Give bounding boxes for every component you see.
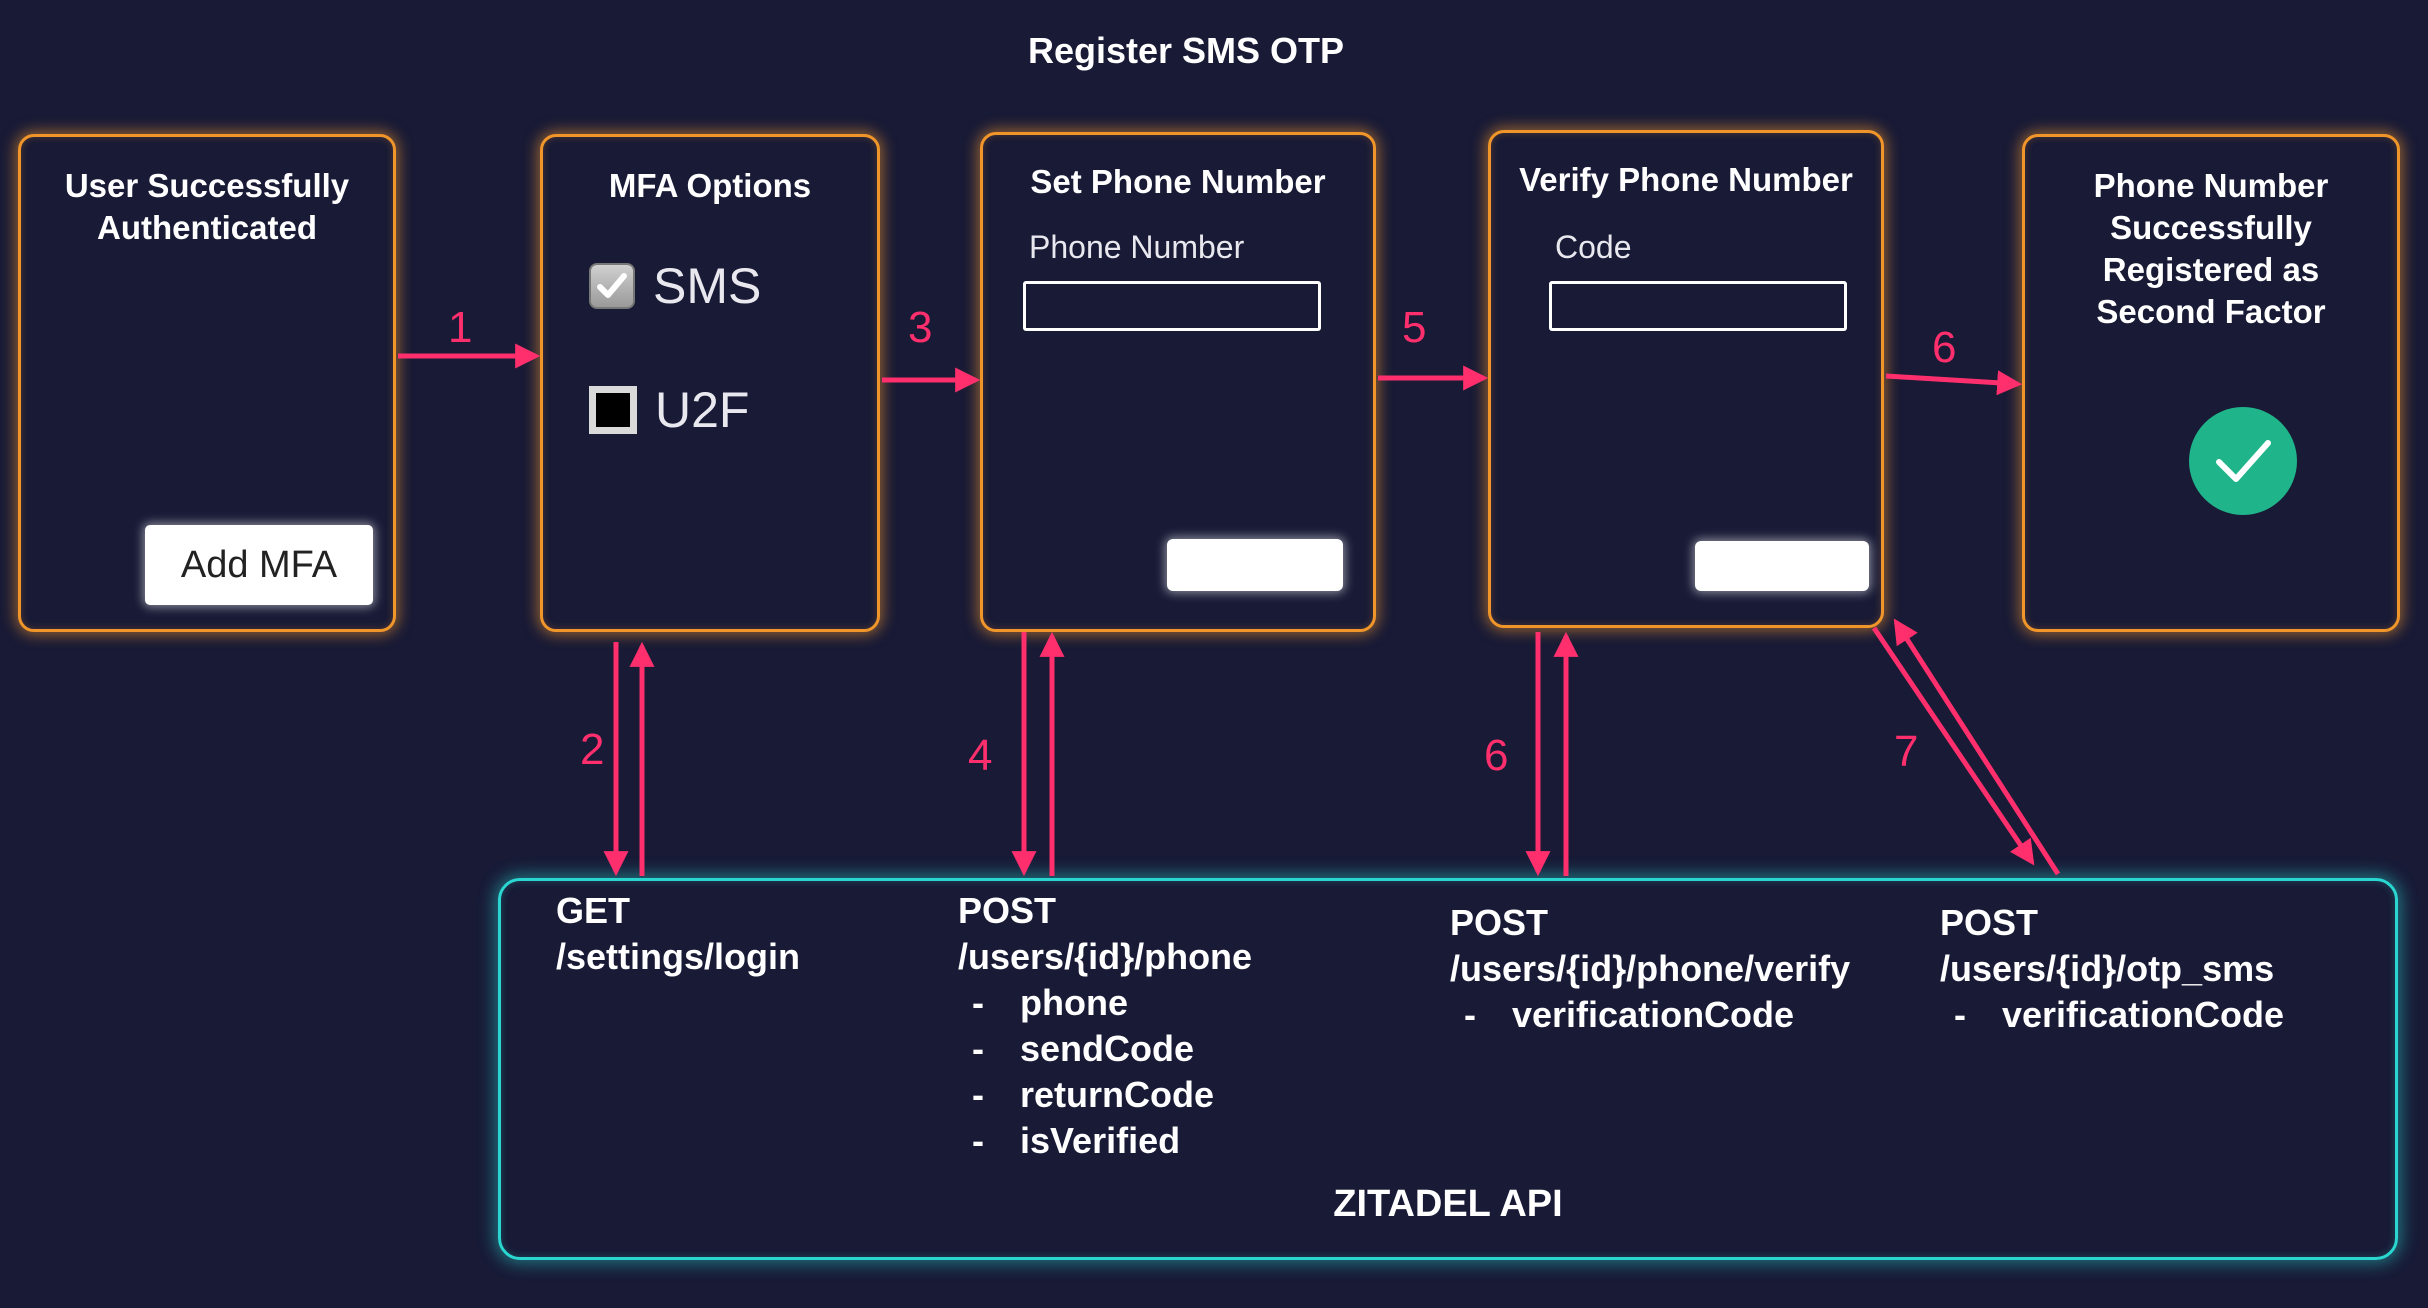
submit-code-button[interactable]	[1695, 541, 1869, 591]
endpoint-get-settings-login: GET /settings/login	[556, 888, 800, 980]
card-title: Phone Number Successfully Registered as …	[2093, 167, 2329, 330]
endpoint-param: -verificationCode	[1954, 994, 2285, 1035]
card-title: Verify Phone Number	[1519, 161, 1853, 198]
step-number: 6	[1932, 323, 1957, 372]
submit-phone-button[interactable]	[1167, 539, 1343, 591]
api-label: ZITADEL API	[1333, 1183, 1563, 1225]
step-number: 1	[448, 303, 473, 352]
card-set-phone-number: Set Phone Number Phone Number	[980, 132, 1376, 632]
code-label: Code	[1555, 229, 1632, 265]
endpoint-path: /users/{id}/phone/verify	[1450, 948, 1851, 989]
step-number: 6	[1484, 731, 1509, 780]
arrow-step-6-success	[1885, 370, 2023, 396]
endpoint-path: /users/{id}/otp_sms	[1940, 948, 2275, 989]
zitadel-api-box: ZITADEL API	[498, 878, 2398, 1260]
option-sms[interactable]: SMS	[589, 257, 761, 315]
phone-number-label: Phone Number	[1029, 229, 1245, 265]
card-success: Phone Number Successfully Registered as …	[2022, 134, 2400, 632]
card-title: MFA Options	[608, 167, 812, 204]
endpoint-method: GET	[556, 890, 631, 931]
step-number: 4	[968, 731, 993, 780]
code-input[interactable]	[1549, 281, 1847, 331]
endpoint-param: -phone	[972, 982, 1128, 1023]
option-label-u2f: U2F	[655, 382, 750, 438]
step-number: 3	[908, 303, 933, 352]
diagram-title: Register SMS OTP	[1027, 30, 1345, 71]
endpoint-param: -isVerified	[972, 1120, 1181, 1161]
check-icon	[2216, 440, 2271, 482]
option-label-sms: SMS	[653, 258, 762, 314]
success-check-badge	[2189, 407, 2297, 515]
endpoint-method: POST	[958, 890, 1057, 931]
endpoint-method: POST	[1450, 902, 1549, 943]
add-mfa-button[interactable]: Add MFA	[145, 525, 373, 605]
card-title: User Successfully Authenticated	[64, 167, 350, 246]
endpoint-param: -returnCode	[972, 1074, 1215, 1115]
endpoint-post-users-phone: POST /users/{id}/phone -phone -sendCode …	[958, 888, 1252, 1164]
phone-number-input[interactable]	[1023, 281, 1321, 331]
endpoint-post-otp-sms: POST /users/{id}/otp_sms -verificationCo…	[1940, 900, 2284, 1038]
checkmark-icon	[597, 273, 627, 298]
endpoint-param: -verificationCode	[1464, 994, 1795, 1035]
step-number: 5	[1402, 303, 1427, 352]
endpoint-param: -sendCode	[972, 1028, 1195, 1069]
card-verify-phone-number: Verify Phone Number Code	[1488, 130, 1884, 628]
checkbox-checked[interactable]	[589, 263, 635, 309]
endpoint-path: /users/{id}/phone	[958, 936, 1253, 977]
arrow-7-up	[1893, 618, 2061, 876]
card-title: Set Phone Number	[1030, 163, 1326, 200]
card-mfa-options: MFA Options SMS U2F	[540, 134, 880, 632]
endpoint-post-phone-verify: POST /users/{id}/phone/verify -verificat…	[1450, 900, 1850, 1038]
step-number: 7	[1894, 727, 1919, 776]
step-number: 2	[580, 725, 605, 774]
checkbox-unchecked[interactable]	[589, 386, 637, 434]
option-u2f[interactable]: U2F	[589, 381, 749, 439]
endpoint-method: POST	[1940, 902, 2039, 943]
arrow-7-down	[1871, 626, 2035, 866]
endpoint-path: /settings/login	[556, 936, 801, 977]
card-user-authenticated: User Successfully Authenticated Add MFA	[18, 134, 396, 632]
